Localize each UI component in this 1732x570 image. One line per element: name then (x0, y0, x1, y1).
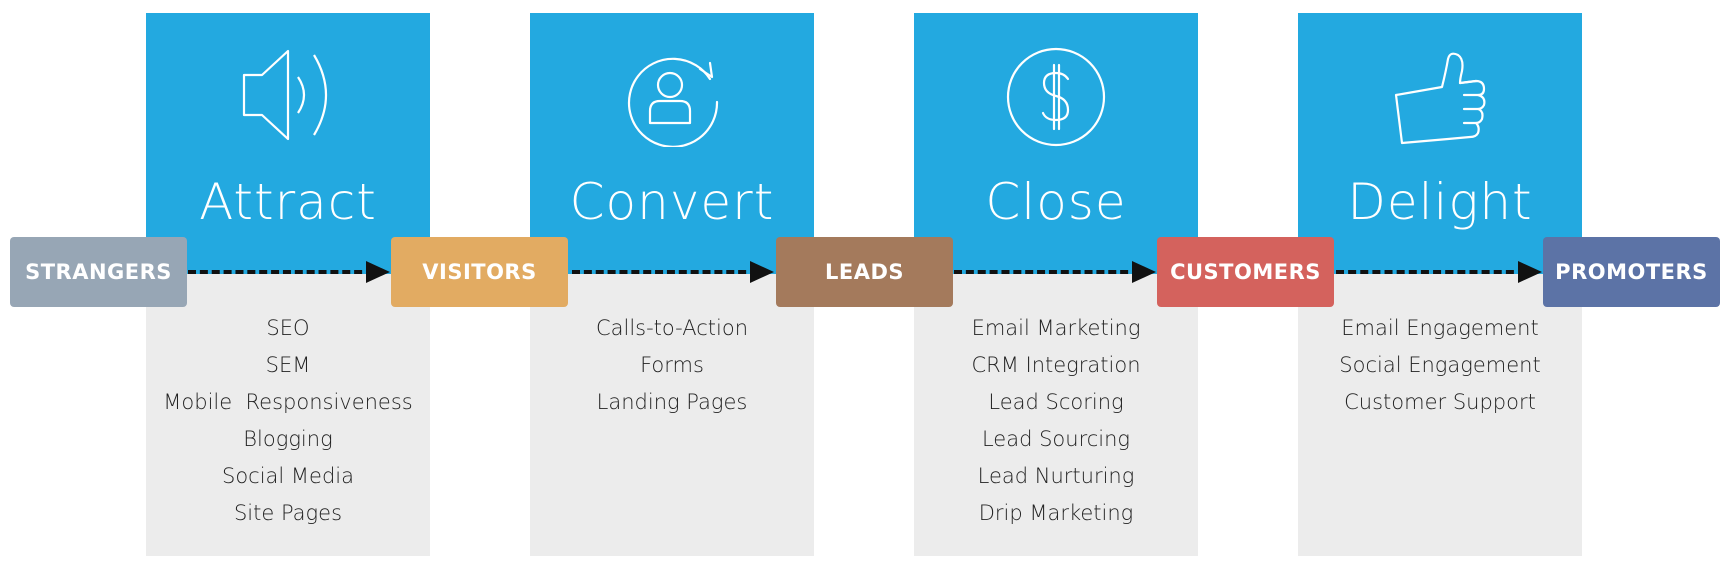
tactic-item: Site Pages (233, 501, 343, 525)
tactic-item: Lead Scoring (988, 390, 1124, 414)
dollar-icon (1006, 47, 1106, 147)
tactic-item: SEO (266, 316, 310, 340)
tactic-item: Calls-to-Action (595, 316, 749, 340)
badge-leads: LEADS (776, 237, 953, 307)
arrow-head-icon (1132, 261, 1156, 283)
connector-leads-customers (954, 270, 1140, 274)
tactic-item: Lead Nurturing (977, 464, 1135, 488)
tactic-item: CRM Integration (971, 353, 1141, 377)
arrow-head-icon (1518, 261, 1542, 283)
arrow-head-icon (750, 261, 774, 283)
badge-visitors: VISITORS (391, 237, 568, 307)
stage-close-tactics: Email Marketing CRM Integration Lead Sco… (914, 270, 1198, 556)
user-cycle-icon (627, 57, 719, 147)
stage-convert-tactics: Calls-to-Action Forms Landing Pages (530, 270, 814, 556)
stage-title: Attract (199, 173, 377, 231)
badge-strangers: STRANGERS (10, 237, 187, 307)
tactic-item: Social Media (221, 464, 354, 488)
stage-title: Close (985, 173, 1127, 231)
tactic-item: Lead Sourcing (981, 427, 1131, 451)
badge-customers: CUSTOMERS (1157, 237, 1334, 307)
tactic-item: Forms (640, 353, 704, 377)
connector-strangers-visitors (188, 270, 374, 274)
tactic-item: Email Engagement (1341, 316, 1539, 340)
connector-visitors-leads (572, 270, 758, 274)
stage-close-header: Close (914, 13, 1198, 270)
stage-attract-header: Attract (146, 13, 430, 270)
tactic-item: Email Marketing (971, 316, 1141, 340)
stage-delight-header: Delight (1298, 13, 1582, 270)
connector-customers-promoters (1336, 270, 1526, 274)
tactic-item: Customer Support (1344, 390, 1536, 414)
stage-attract-tactics: SEO SEM Mobile Responsiveness Blogging S… (146, 270, 430, 556)
stage-delight-tactics: Email Engagement Social Engagement Custo… (1298, 270, 1582, 556)
stage-title: Delight (1347, 173, 1533, 231)
megaphone-icon (242, 49, 328, 141)
tactic-item: Landing Pages (596, 390, 748, 414)
tactic-item: Mobile Responsiveness (163, 390, 413, 414)
arrow-head-icon (366, 261, 390, 283)
tactic-item: Social Engagement (1339, 353, 1541, 377)
tactic-item: Drip Marketing (978, 501, 1134, 525)
stage-convert-header: Convert (530, 13, 814, 270)
stage-title: Convert (569, 173, 775, 231)
badge-promoters: PROMOTERS (1543, 237, 1720, 307)
tactic-item: SEM (265, 353, 311, 377)
tactic-item: Blogging (243, 427, 333, 451)
thumbs-up-icon (1394, 52, 1486, 145)
